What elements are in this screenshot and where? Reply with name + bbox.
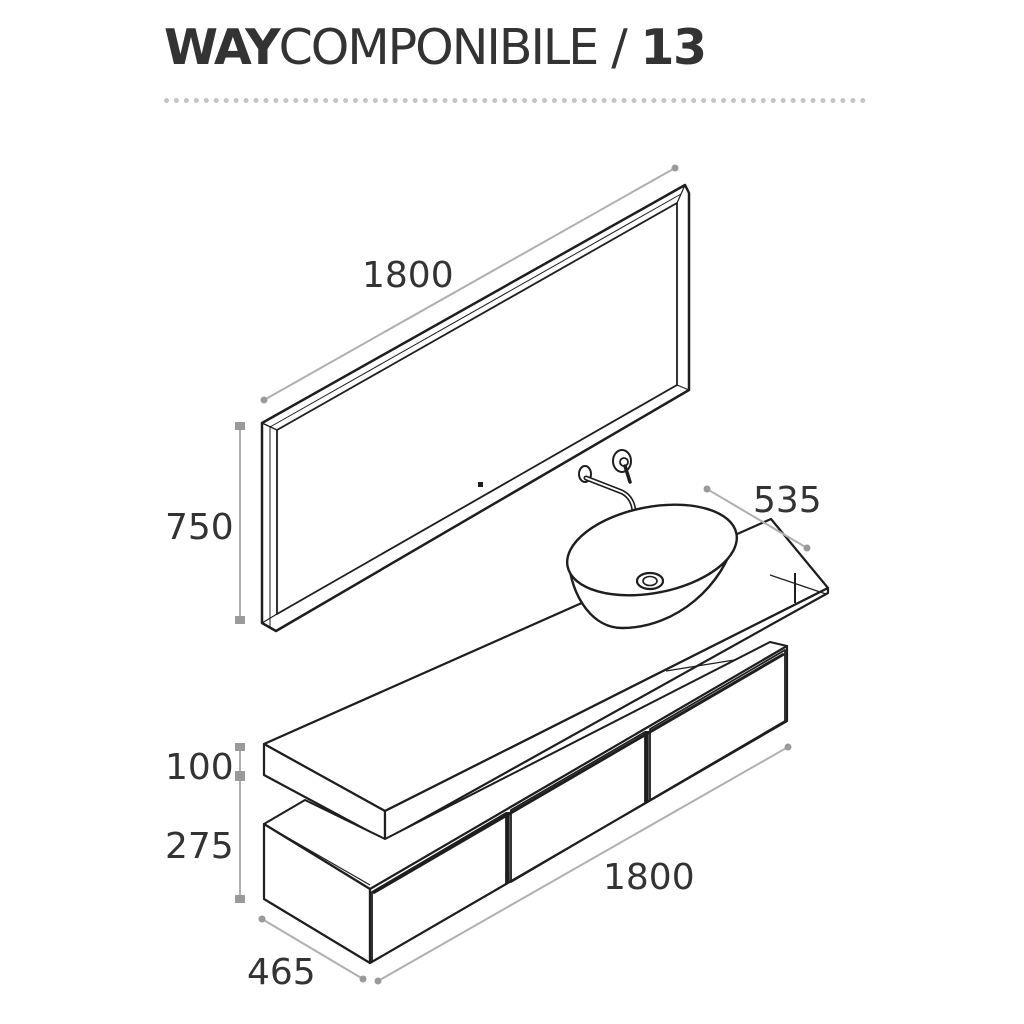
dimension-top-depth: 535	[703, 480, 822, 552]
dimension-cabinet-height-label: 275	[165, 826, 234, 867]
dimension-top-thickness-label: 100	[165, 747, 234, 788]
mirror-frame-side	[676, 384, 690, 391]
mirror	[260, 183, 691, 633]
drain-inner-icon	[642, 575, 658, 587]
title-separator: /	[597, 19, 641, 76]
faucet-rosette	[578, 465, 592, 483]
vessel-basin	[565, 503, 739, 630]
cabinet	[262, 641, 789, 965]
dimension-cabinet-width: 1800	[374, 743, 792, 985]
cabinet-top-edge	[304, 799, 386, 840]
cabinet-handle-groove	[372, 652, 785, 895]
dimension-mirror-width: 1800	[260, 164, 679, 404]
countertop-side-face	[383, 586, 830, 842]
dimension-top-depth-label: 535	[753, 480, 822, 521]
dimension-cabinet-height: 275	[165, 773, 245, 903]
dimension-cabinet-depth-label: 465	[247, 952, 316, 993]
faucet	[578, 449, 637, 516]
basin-rim	[565, 503, 739, 597]
model-number: 13	[640, 19, 707, 76]
cabinet-drawers	[371, 649, 786, 963]
dimension-mirror-width-label: 1800	[362, 255, 454, 296]
dimension-mirror-height-label: 750	[165, 507, 234, 548]
dimension-cabinet-width-label: 1800	[603, 857, 695, 898]
dimension-top-thickness: 100	[165, 743, 245, 788]
mirror-frame-side	[261, 422, 278, 431]
dimension-cabinet-depth: 465	[247, 915, 367, 993]
product-name: COMPONIBILE	[278, 19, 600, 76]
dotted-divider	[164, 98, 866, 103]
mixer-lever	[623, 464, 632, 484]
drawer-1[interactable]	[371, 812, 507, 963]
mirror-sensor-icon	[478, 482, 483, 487]
cabinet-top-edge	[263, 823, 371, 886]
mixer-rosette	[612, 449, 632, 473]
brand-name: WAY	[164, 19, 281, 76]
mirror-frame-thickness	[269, 193, 682, 428]
countertop-back-edge	[769, 574, 827, 595]
cabinet-front-face	[368, 644, 789, 965]
drawer-3[interactable]	[649, 649, 786, 801]
page-title: WAYCOMPONIBILE / 13	[164, 18, 707, 78]
dimension-mirror-height: 750	[165, 422, 245, 624]
drawer-2[interactable]	[510, 731, 646, 883]
